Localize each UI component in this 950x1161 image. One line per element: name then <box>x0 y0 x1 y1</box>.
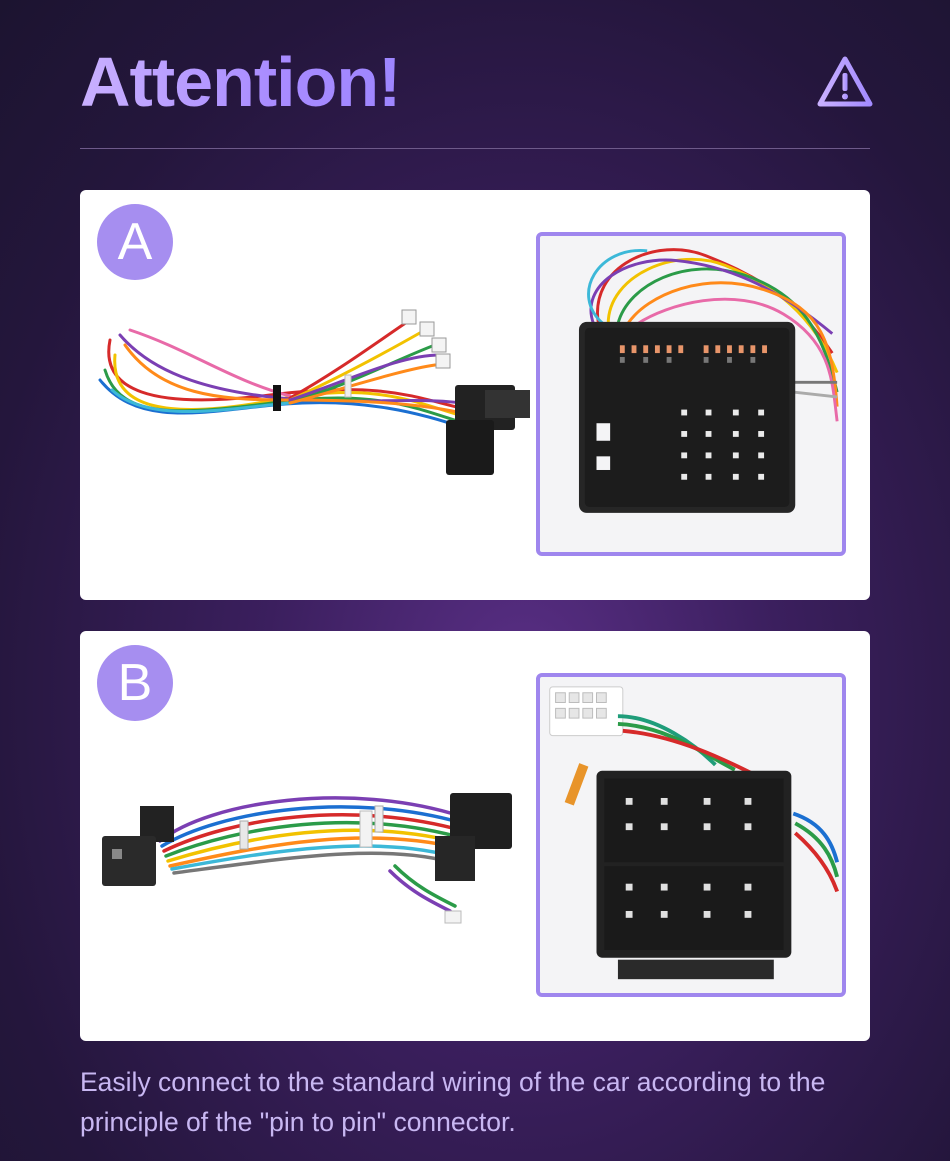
caption-text: Easily connect to the standard wiring of… <box>80 1067 826 1137</box>
wiring-harness-b-image <box>102 793 512 924</box>
badge-b: B <box>97 645 173 721</box>
connector-b-closeup <box>536 673 846 997</box>
connector-panel-a: A <box>80 190 870 600</box>
connector-panel-b: B <box>80 631 870 1041</box>
header-divider <box>80 148 870 149</box>
connector-a-closeup <box>536 232 846 556</box>
page-title: Attention! <box>80 43 401 121</box>
connector-b-closeup-image <box>549 686 840 980</box>
warning-triangle-icon <box>817 56 873 107</box>
badge-a: A <box>97 204 173 280</box>
connector-a-closeup-image <box>578 248 839 513</box>
wiring-harness-a-image <box>98 309 530 475</box>
